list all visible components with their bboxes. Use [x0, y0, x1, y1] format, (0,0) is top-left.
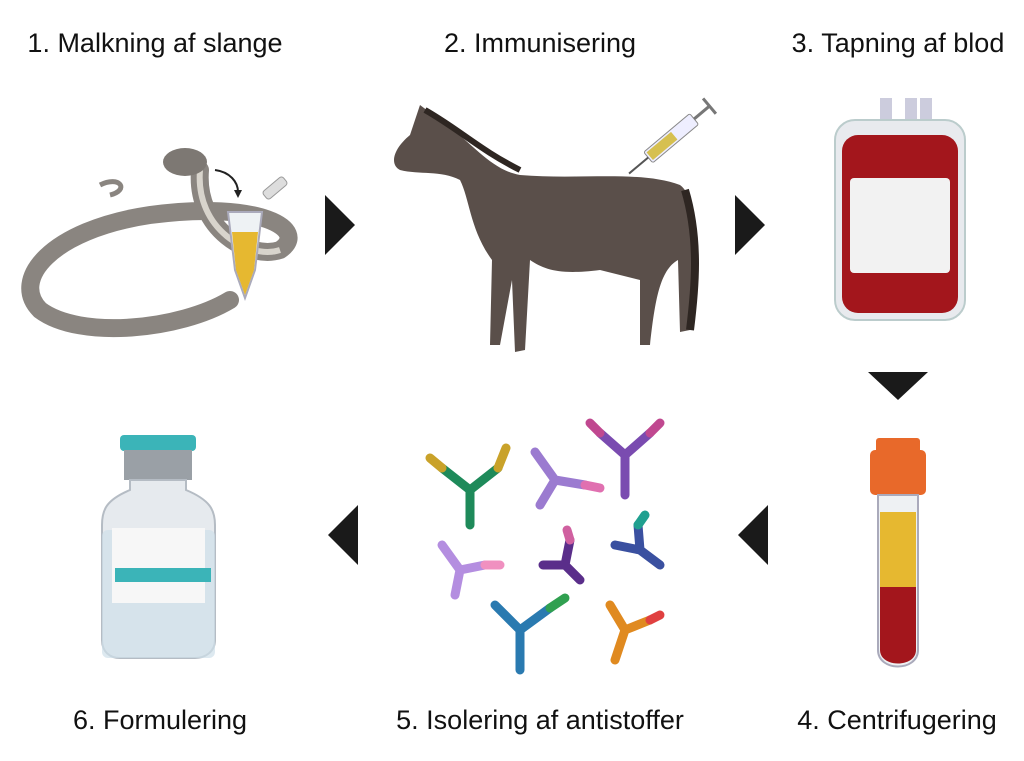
step-1-label: 1. Malkning af slange — [27, 28, 283, 58]
arrow-down-icon — [868, 372, 928, 400]
arrow-right-icon — [325, 195, 355, 255]
antibodies-icon — [425, 418, 665, 675]
snake-venom-icon — [21, 148, 298, 338]
horse-syringe-icon — [394, 97, 718, 352]
arrow-left-icon — [328, 505, 358, 565]
step-2-label: 2. Immunisering — [443, 28, 637, 58]
centrifuge-tube-icon — [870, 438, 926, 668]
step-6-label: 6. Formulering — [72, 705, 248, 735]
arrow-left-icon — [738, 505, 768, 565]
arrow-right-icon — [735, 195, 765, 255]
step-4-label: 4. Centrifugering — [797, 705, 997, 735]
step-3-label: 3. Tapning af blod — [791, 28, 1005, 58]
step-5-label: 5. Isolering af antistoffer — [396, 705, 684, 735]
blood-bag-icon — [834, 98, 966, 321]
vial-icon — [101, 435, 216, 659]
